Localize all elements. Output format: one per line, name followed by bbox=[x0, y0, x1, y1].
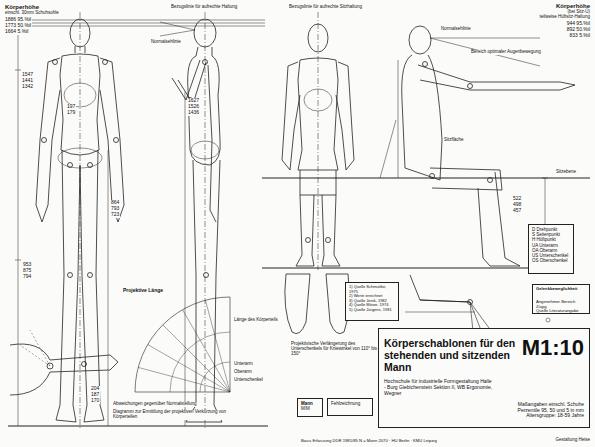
info-box: 1) Quelle Schmuttke, 19752) Werte errech… bbox=[345, 282, 399, 321]
box-text: M/M bbox=[301, 406, 319, 411]
annotation-label: 1886 95.%il bbox=[4, 17, 32, 23]
annotation-label: Diagramm zur Ermittlung der projektiven … bbox=[112, 410, 234, 420]
annotation-label: Unterschenkel bbox=[233, 378, 264, 383]
box-text: Hochschule für industrielle Formgestaltu… bbox=[384, 379, 494, 396]
annotation-label: einschl. 30mm Schuhsohle bbox=[4, 11, 60, 16]
box-text: Gelenkbeweglichkeit bbox=[536, 287, 586, 292]
box-text: 5) Quelle Jürgens, 1981 bbox=[349, 308, 395, 313]
box-text: H Hüftpunkt bbox=[532, 237, 570, 242]
seated-side-figure bbox=[380, 26, 575, 266]
annotation-label: 197 bbox=[66, 104, 76, 110]
annotation-label: Oberarm bbox=[233, 370, 253, 375]
annotation-label: 187 bbox=[90, 392, 100, 398]
annotation-label: 204 bbox=[90, 386, 100, 392]
standing-side-figure bbox=[160, 19, 222, 422]
annotation-label: Körperhöhe bbox=[555, 3, 591, 10]
annotation-label: Bereich optimaler Augenbewegung bbox=[470, 50, 542, 55]
annotation-label: 1773 50.%il bbox=[4, 23, 32, 29]
annotation-label: Projektivische Verlängerung des Untersch… bbox=[290, 342, 378, 357]
annotation-label: Basis Erfassung DDR 1981/85 N = Mann 207… bbox=[300, 439, 438, 444]
box-text: OS Oberschenkel bbox=[532, 258, 570, 263]
annotation-label: Unterarm bbox=[233, 362, 254, 367]
joint-mobility-symbol bbox=[546, 318, 550, 322]
info-box: Fehlzeichnung bbox=[327, 398, 373, 416]
annotation-label: 723 bbox=[110, 212, 120, 218]
annotation-label: Körperhöhe bbox=[4, 4, 40, 11]
annotation-label: 170 bbox=[90, 398, 100, 404]
annotation-label: 1342 bbox=[21, 84, 34, 90]
box-text: OA Oberarm bbox=[532, 248, 570, 253]
standing-front-figure bbox=[36, 19, 124, 422]
annotation-label: 179 bbox=[66, 110, 76, 116]
box-text: D Drehpunkt bbox=[532, 227, 570, 232]
box-text: US Unterschenkel bbox=[532, 253, 570, 258]
arm-top-view bbox=[10, 330, 118, 395]
annotation-label: Sitzfläche bbox=[443, 138, 465, 143]
annotation-label: Sitzebene bbox=[555, 170, 577, 175]
reference-lines bbox=[8, 12, 590, 430]
annotation-label: 1441 bbox=[21, 78, 34, 84]
annotation-label: 833 5.%il bbox=[568, 33, 591, 39]
box-text: 1) Quelle Schmuttke, 1975 bbox=[349, 285, 395, 294]
box-text: S Seitenpunkt bbox=[532, 232, 570, 237]
annotation-label: 892 50.%il bbox=[566, 27, 591, 33]
annotation-label: Projektive Länge bbox=[122, 288, 164, 294]
annotation-label: Bezugslinie für aufrechte Sitzhaltung bbox=[288, 5, 363, 10]
box-text: Fehlzeichnung bbox=[331, 401, 369, 406]
annotation-label: 1664 5.%il bbox=[4, 29, 29, 35]
annotation-label: 794 bbox=[22, 274, 32, 280]
info-box: GelenkbeweglichkeitAngenehmer BereichZüg… bbox=[532, 284, 590, 314]
box-text: UA Unterarm bbox=[532, 243, 570, 248]
box-text: M1:10 bbox=[522, 335, 584, 360]
info-box: Körperschablonen für den stehenden und s… bbox=[378, 328, 590, 428]
annotation-label: Abweichungen gegenüber Normalstellung bbox=[112, 402, 198, 407]
annotation-label: 498 bbox=[512, 202, 522, 208]
annotation-label: 793 bbox=[110, 206, 120, 212]
annotation-label: Bezugslinie für aufrechte Haltung bbox=[170, 5, 238, 10]
annotation-label: 1547 bbox=[21, 72, 34, 78]
projection-diagram bbox=[135, 297, 230, 392]
info-box: D DrehpunktS SeitenpunktH HüftpunktUA Un… bbox=[528, 224, 574, 274]
seated-front-figure bbox=[282, 24, 354, 266]
box-text: Quelle Literaturangabe bbox=[536, 309, 586, 314]
info-box: MannM/M bbox=[297, 398, 323, 417]
annotation-label: Normalsehlinie bbox=[150, 40, 182, 45]
annotation-label: 457 bbox=[512, 208, 522, 214]
annotation-label: 1627 bbox=[187, 98, 200, 104]
box-text: Maßangaben einschl. Schuhe Perzentile 95… bbox=[504, 402, 584, 419]
annotation-label: 1436 bbox=[187, 110, 200, 116]
annotation-label: teilweise Hüftsitz-Haltung bbox=[538, 15, 591, 20]
annotation-label: 864 bbox=[110, 200, 120, 206]
annotation-label: Normalsehlinie bbox=[440, 27, 472, 32]
annotation-label: 953 bbox=[22, 262, 32, 268]
box-text: Mann bbox=[301, 401, 319, 406]
feet-top-view bbox=[285, 274, 349, 334]
annotation-label: 944 95.%il bbox=[566, 21, 591, 27]
annotation-label: 875 bbox=[22, 268, 32, 274]
box-text: Körperschablonen für den stehenden und s… bbox=[384, 337, 516, 373]
annotation-label: 1526 bbox=[187, 104, 200, 110]
annotation-label: Gestaltung Heise bbox=[554, 438, 591, 443]
annotation-label: Länge des Körperteils bbox=[233, 318, 279, 323]
annotation-label: 522 bbox=[512, 196, 522, 202]
